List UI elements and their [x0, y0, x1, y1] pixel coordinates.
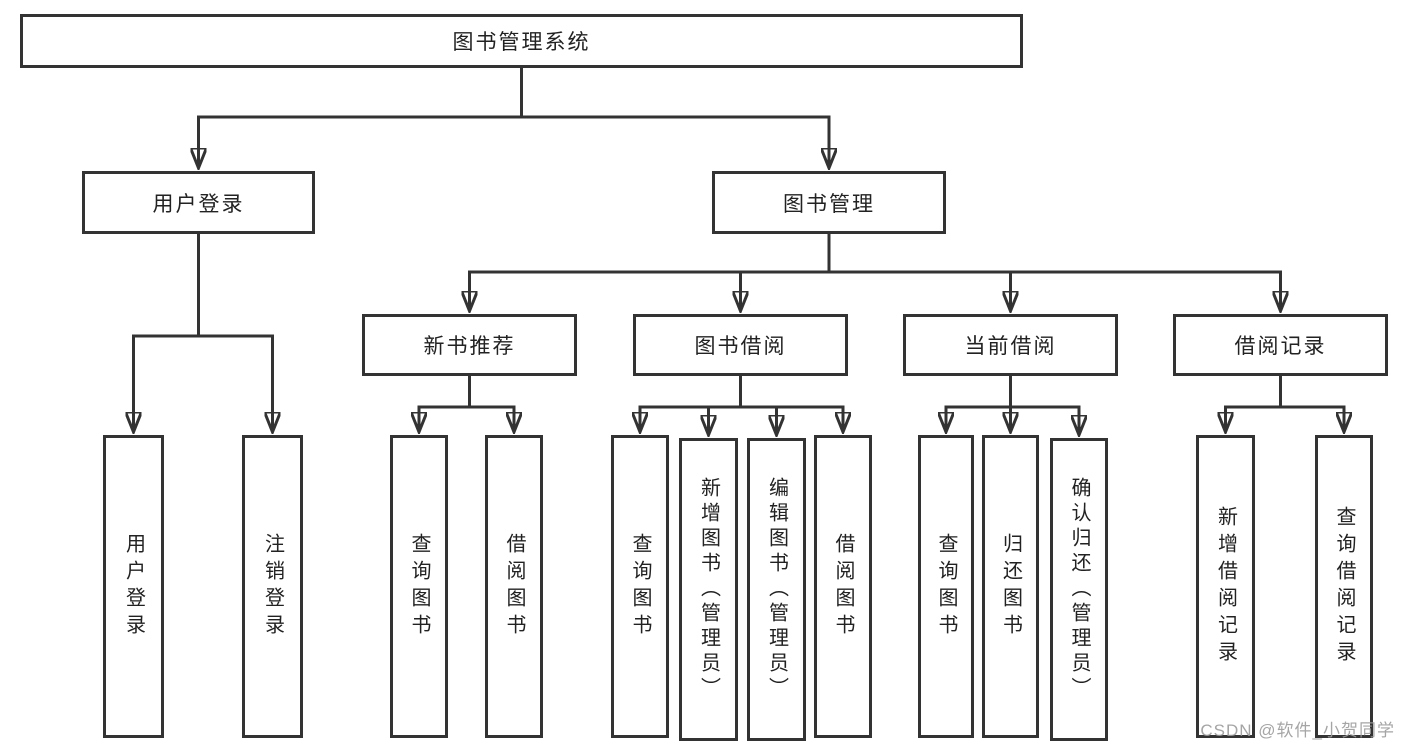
leaf-bw-add-books-label: 新增图书（管理员） — [697, 477, 720, 702]
connector-bookmgmt-to-borrowing — [741, 234, 831, 311]
connector-bookmgmt-to-records — [827, 234, 1281, 311]
connector-root-to-user-login — [199, 68, 523, 168]
leaf-cu-query-books: 查询图书 — [918, 435, 974, 738]
node-current-borrow: 当前借阅 — [903, 314, 1118, 376]
leaf-user-login: 用户登录 — [103, 435, 164, 738]
leaf-rc-add-record: 新增借阅记录 — [1196, 435, 1255, 738]
node-borrow-records: 借阅记录 — [1173, 314, 1388, 376]
connector-newbooks-to-borrow — [468, 376, 515, 432]
node-current-borrow-label: 当前借阅 — [964, 335, 1057, 358]
connector-borrowing-to-add — [709, 376, 742, 435]
leaf-cu-return-books: 归还图书 — [982, 435, 1039, 738]
leaf-bw-query-books: 查询图书 — [611, 435, 669, 738]
leaf-rc-query-record-label: 查询借阅记录 — [1333, 505, 1355, 668]
leaf-cu-confirm-return: 确认归还（管理员） — [1050, 438, 1108, 741]
leaf-bw-edit-books: 编辑图书（管理员） — [747, 438, 806, 741]
leaf-bw-borrow-books: 借阅图书 — [814, 435, 872, 738]
leaf-rc-add-record-label: 新增借阅记录 — [1214, 505, 1237, 668]
node-root-label: 图书管理系统 — [452, 31, 591, 54]
leaf-bw-borrow-books-label: 借阅图书 — [832, 532, 854, 641]
node-root: 图书管理系统 — [20, 14, 1023, 68]
node-borrow-records-label: 借阅记录 — [1234, 335, 1327, 358]
leaf-logout-label: 注销登录 — [261, 532, 284, 641]
leaf-rc-query-record: 查询借阅记录 — [1315, 435, 1373, 738]
connector-userlogin-to-logout — [197, 234, 273, 432]
connector-borrowing-to-query — [640, 376, 742, 432]
connector-userlogin-to-login — [134, 234, 200, 432]
connector-current-to-query — [946, 376, 1012, 432]
node-borrowing: 图书借阅 — [633, 314, 848, 376]
node-new-books-label: 新书推荐 — [423, 335, 516, 358]
leaf-nb-borrow-books: 借阅图书 — [485, 435, 543, 738]
leaf-nb-query-books-label: 查询图书 — [408, 532, 430, 641]
node-book-mgmt-label: 图书管理 — [783, 192, 875, 216]
leaf-logout: 注销登录 — [242, 435, 303, 738]
leaf-cu-return-books-label: 归还图书 — [999, 532, 1022, 641]
leaf-nb-query-books: 查询图书 — [390, 435, 448, 738]
leaf-bw-query-books-label: 查询图书 — [629, 532, 651, 641]
leaf-bw-edit-books-label: 编辑图书（管理员） — [765, 477, 788, 702]
node-borrowing-label: 图书借阅 — [694, 335, 787, 358]
leaf-bw-add-books: 新增图书（管理员） — [679, 438, 738, 741]
node-user-login-label: 用户登录 — [152, 192, 245, 216]
node-new-books: 新书推荐 — [362, 314, 577, 376]
node-user-login: 用户登录 — [82, 171, 315, 234]
connector-current-to-confirm — [1009, 376, 1080, 435]
connector-records-to-add — [1226, 376, 1282, 432]
leaf-cu-confirm-return-label: 确认归还（管理员） — [1068, 477, 1090, 702]
connector-records-to-query — [1279, 376, 1345, 432]
leaf-user-login-label: 用户登录 — [122, 532, 145, 641]
connector-newbooks-to-query — [419, 376, 471, 432]
leaf-nb-borrow-books-label: 借阅图书 — [503, 532, 525, 641]
leaf-cu-query-books-label: 查询图书 — [935, 532, 957, 641]
node-book-mgmt: 图书管理 — [712, 171, 946, 234]
csdn-watermark: CSDN @软件_小贺同学 — [1200, 721, 1395, 740]
connector-root-to-book-mgmt — [520, 68, 830, 168]
connector-borrowing-to-borrow — [739, 376, 844, 432]
